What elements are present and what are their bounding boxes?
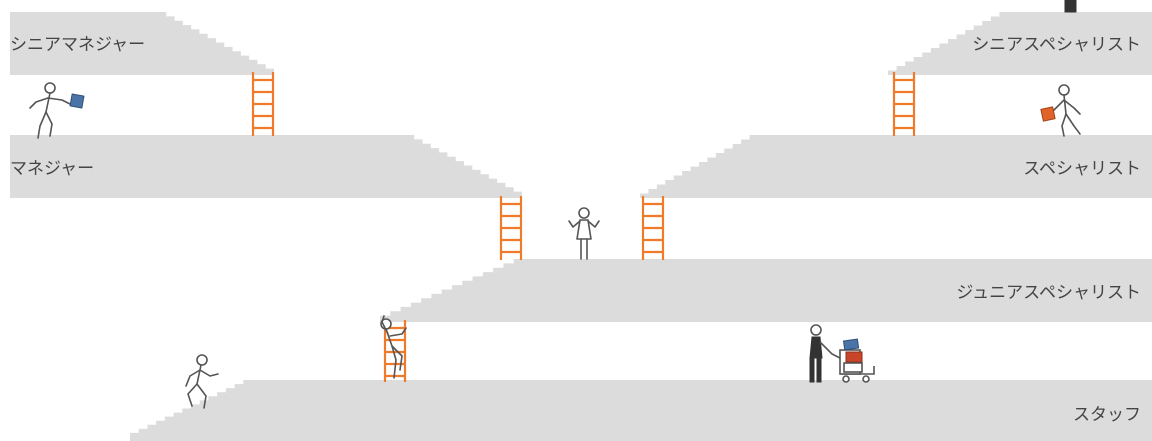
person-walking-with-blue-box-icon xyxy=(30,83,84,138)
person-partial-icon xyxy=(1065,0,1076,12)
platforms xyxy=(10,12,1152,441)
level-label-specialist: スペシャリスト xyxy=(1023,159,1141,179)
ladder-manager-to-senior-manager xyxy=(253,72,273,136)
level-label-junior-specialist: ジュニアスペシャリスト xyxy=(956,283,1141,303)
level-label-senior-manager: シニアマネジャー xyxy=(10,35,145,55)
level-label-staff: スタッフ xyxy=(1073,405,1141,425)
level-label-manager: マネジャー xyxy=(10,159,94,179)
person-pushing-cart-icon xyxy=(810,325,874,382)
ladder-junior-to-specialist xyxy=(643,196,663,260)
ladder-specialist-to-senior-specialist xyxy=(894,72,914,136)
level-label-senior-specialist: シニアスペシャリスト xyxy=(972,35,1141,55)
person-shrugging-icon xyxy=(569,208,599,259)
platform-staff xyxy=(130,380,1152,441)
ladder-junior-to-manager xyxy=(501,196,521,260)
person-walking-with-orange-box-icon xyxy=(1041,85,1080,136)
